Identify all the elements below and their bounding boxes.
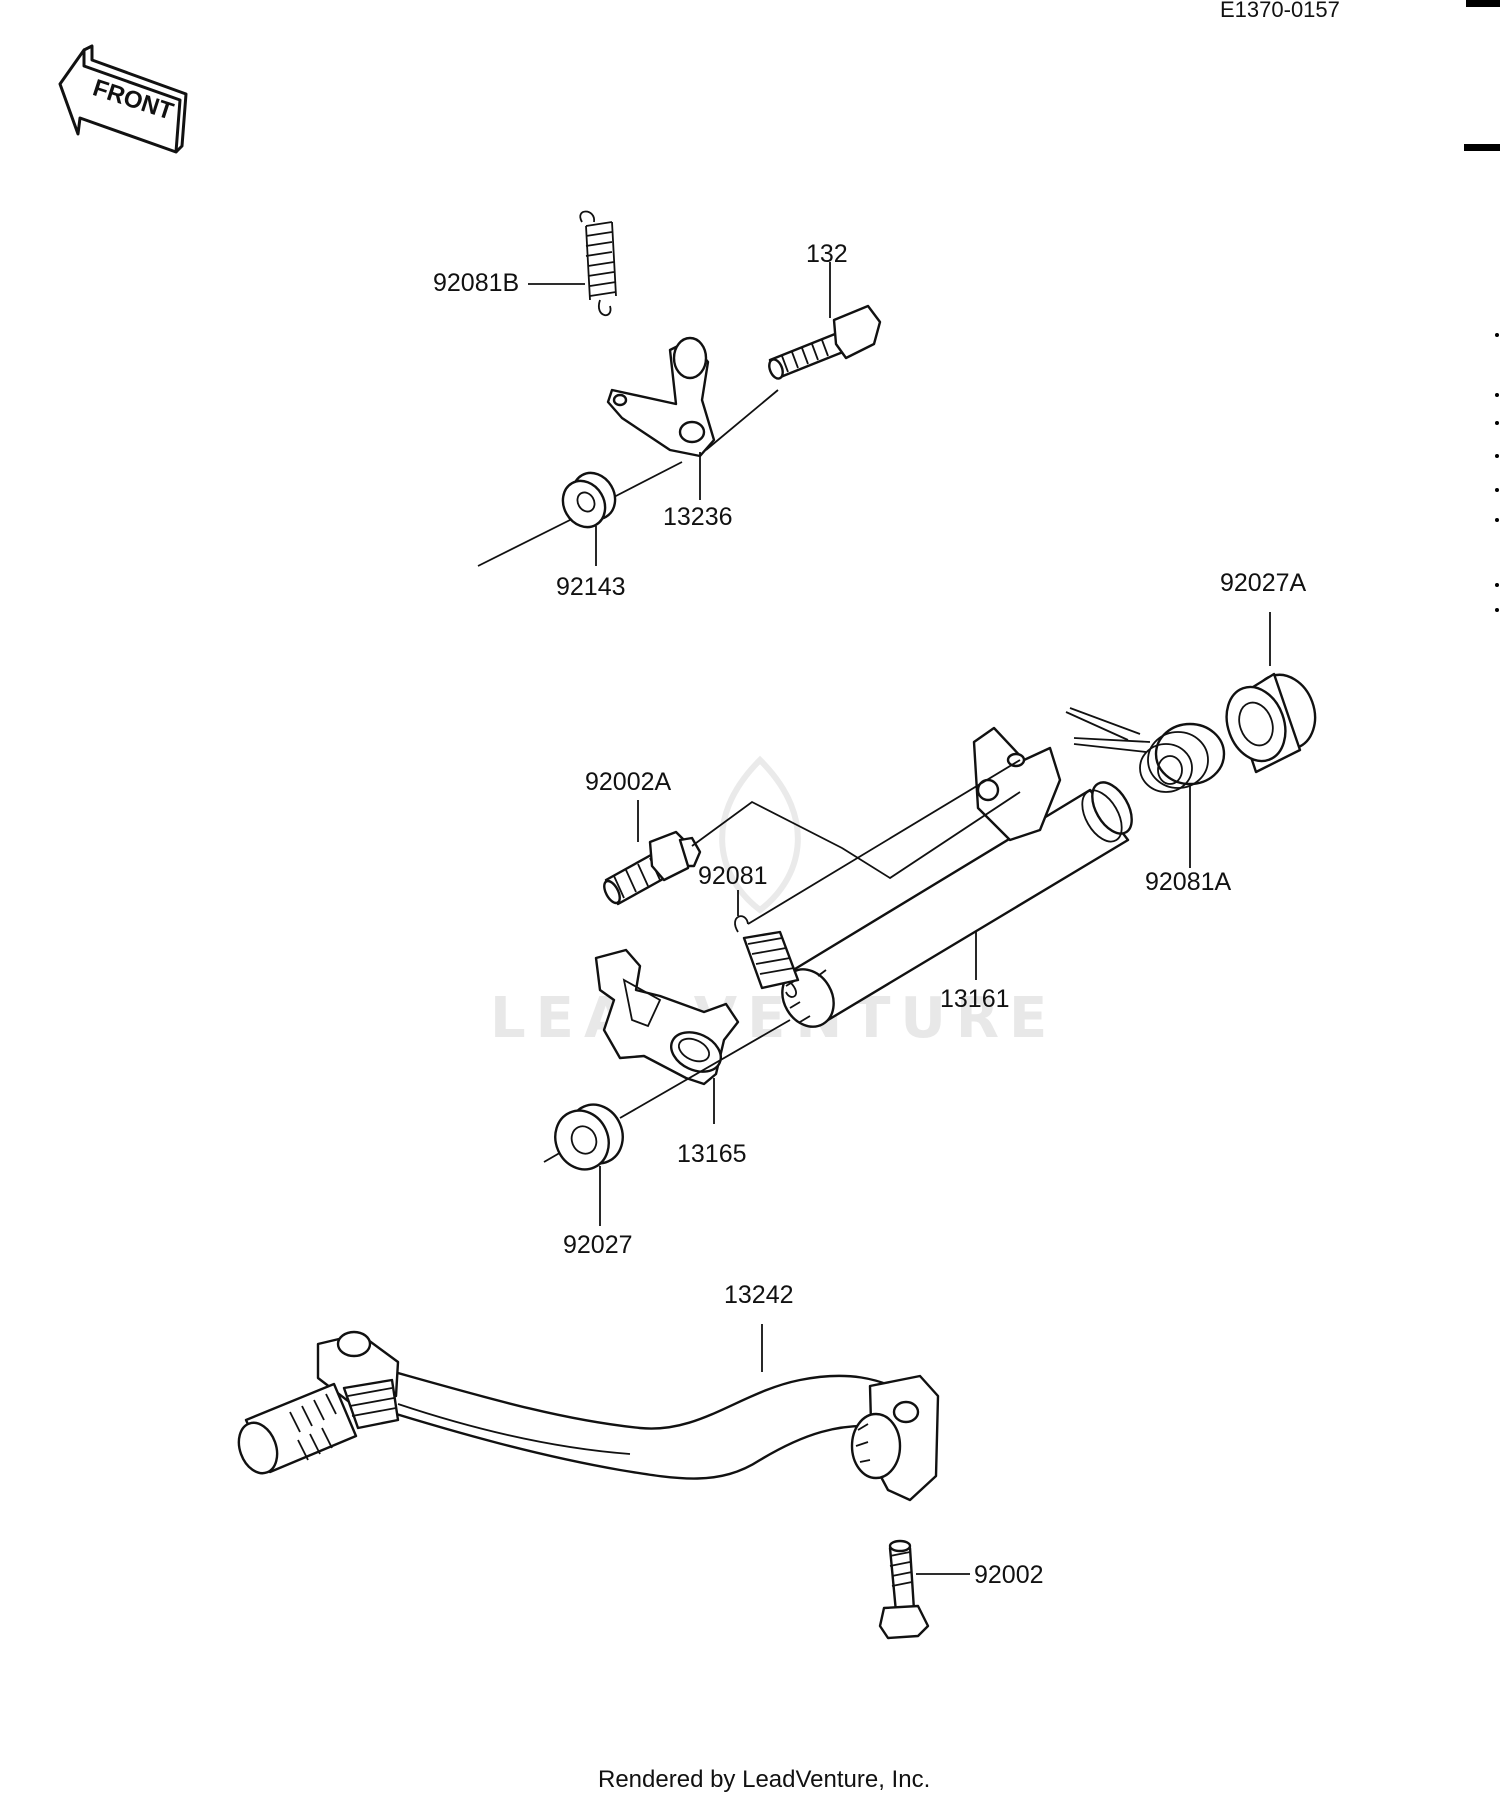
label-92081A: 92081A (1145, 868, 1232, 896)
part-13236-lever-icon (606, 336, 716, 458)
part-13242-pedal-icon (237, 1330, 940, 1502)
label-92002A: 92002A (585, 768, 672, 796)
part-92002A-pin-icon (603, 830, 702, 906)
label-92081: 92081 (698, 862, 768, 890)
label-13236: 13236 (663, 503, 733, 531)
part-92027-collar-icon (554, 1103, 624, 1171)
part-13161-shaft-icon (781, 726, 1133, 1028)
label-92081B: 92081B (433, 269, 519, 297)
label-132: 132 (806, 240, 848, 268)
label-13242: 13242 (724, 1281, 794, 1309)
label-92027A: 92027A (1220, 569, 1307, 597)
watermark: LEADVENTURE (490, 755, 1057, 1051)
part-92081A-spring-icon (1065, 707, 1226, 793)
label-13165: 13165 (677, 1140, 747, 1168)
part-labels: 92081B 132 13236 92143 92027A 92002A 920… (433, 240, 1307, 1589)
label-92002: 92002 (974, 1561, 1044, 1589)
label-92027: 92027 (563, 1231, 633, 1259)
leader-lines (528, 262, 1271, 1575)
spring-bracket-line (747, 759, 1021, 925)
part-92027A-collar-icon (1225, 672, 1317, 774)
watermark-text: LEADVENTURE (490, 986, 1057, 1051)
part-92143-bush-icon (561, 471, 617, 529)
footer-credit: Rendered by LeadVenture, Inc. (598, 1766, 930, 1793)
part-13165-plate-icon (594, 948, 740, 1086)
part-92081B-spring-icon (579, 210, 617, 316)
edge-marks (1464, 0, 1500, 612)
label-13161: 13161 (940, 985, 1010, 1013)
part-92002-bolt-icon (878, 1539, 930, 1640)
front-arrow-icon: FRONT (58, 44, 188, 154)
label-92143: 92143 (556, 573, 626, 601)
part-92081-spring-icon (734, 915, 800, 998)
part-132-bolt-icon (768, 304, 882, 380)
diagram-code: E1370-0157 (1220, 0, 1340, 22)
